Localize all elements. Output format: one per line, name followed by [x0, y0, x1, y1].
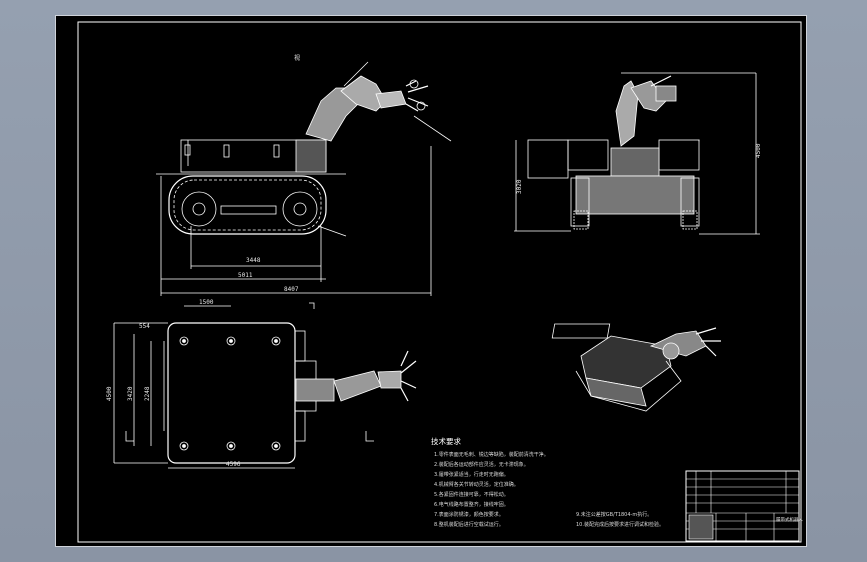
dim-2248: 2248: [144, 386, 151, 401]
dim-554: 554: [139, 323, 150, 330]
dim-1500: 1500: [199, 299, 214, 306]
note-item: 3.履带张紧适当，行走时无跑偏。: [434, 471, 509, 478]
dim-3020: 3020: [516, 179, 523, 194]
front-wheel-left: [181, 191, 217, 227]
dim-3448: 3448: [246, 257, 261, 264]
note-item: 4.机械臂各关节转动灵活，定位准确。: [434, 481, 519, 488]
front-arm-base: [295, 139, 327, 173]
dim-5011: 5011: [238, 272, 253, 279]
inner-border: [77, 21, 802, 543]
note-item: 6.电气线路布置整齐，接线牢固。: [434, 501, 509, 508]
side-view: [514, 72, 760, 235]
note-item: 5.各紧固件连接可靠，不得松动。: [434, 491, 509, 498]
title-block: [685, 470, 800, 542]
note-item: 7.表面涂防锈漆，颜色按要求。: [434, 511, 504, 518]
drawing-sheet: 视 3448 5011 8407: [55, 15, 807, 547]
note-item: 10.装配完成后按要求进行调试和检验。: [576, 521, 664, 528]
isometric-view: [551, 323, 721, 412]
front-view: 视: [156, 54, 452, 296]
note-item: 9.未注公差按GB/T1804-m执行。: [576, 511, 652, 518]
dim-8407: 8407: [284, 286, 299, 293]
dim-4500-side: 4500: [755, 143, 762, 158]
notes-title: 技术要求: [431, 436, 461, 446]
note-item: 1.零件表面无毛刺、锐边等缺陷，装配前清洗干净。: [434, 451, 549, 458]
dim-3420: 3420: [127, 386, 134, 401]
notes-list: 1.零件表面无毛刺、锐边等缺陷，装配前清洗干净。 2.装配后各运动部件应灵活，无…: [434, 451, 664, 528]
top-view: [113, 302, 417, 469]
title-block-code: 履带式机器人: [776, 516, 803, 523]
cad-drawing: 视 3448 5011 8407: [77, 21, 803, 543]
front-track: [168, 175, 327, 235]
view-label: 视: [294, 54, 300, 62]
dim-4596: 4596: [226, 461, 241, 468]
note-item: 8.整机装配后进行空载试运行。: [434, 521, 504, 528]
dim-4500-top: 4500: [106, 386, 113, 401]
note-item: 2.装配后各运动部件应灵活，无卡滞现象。: [434, 461, 529, 468]
front-wheel-right: [282, 191, 318, 227]
